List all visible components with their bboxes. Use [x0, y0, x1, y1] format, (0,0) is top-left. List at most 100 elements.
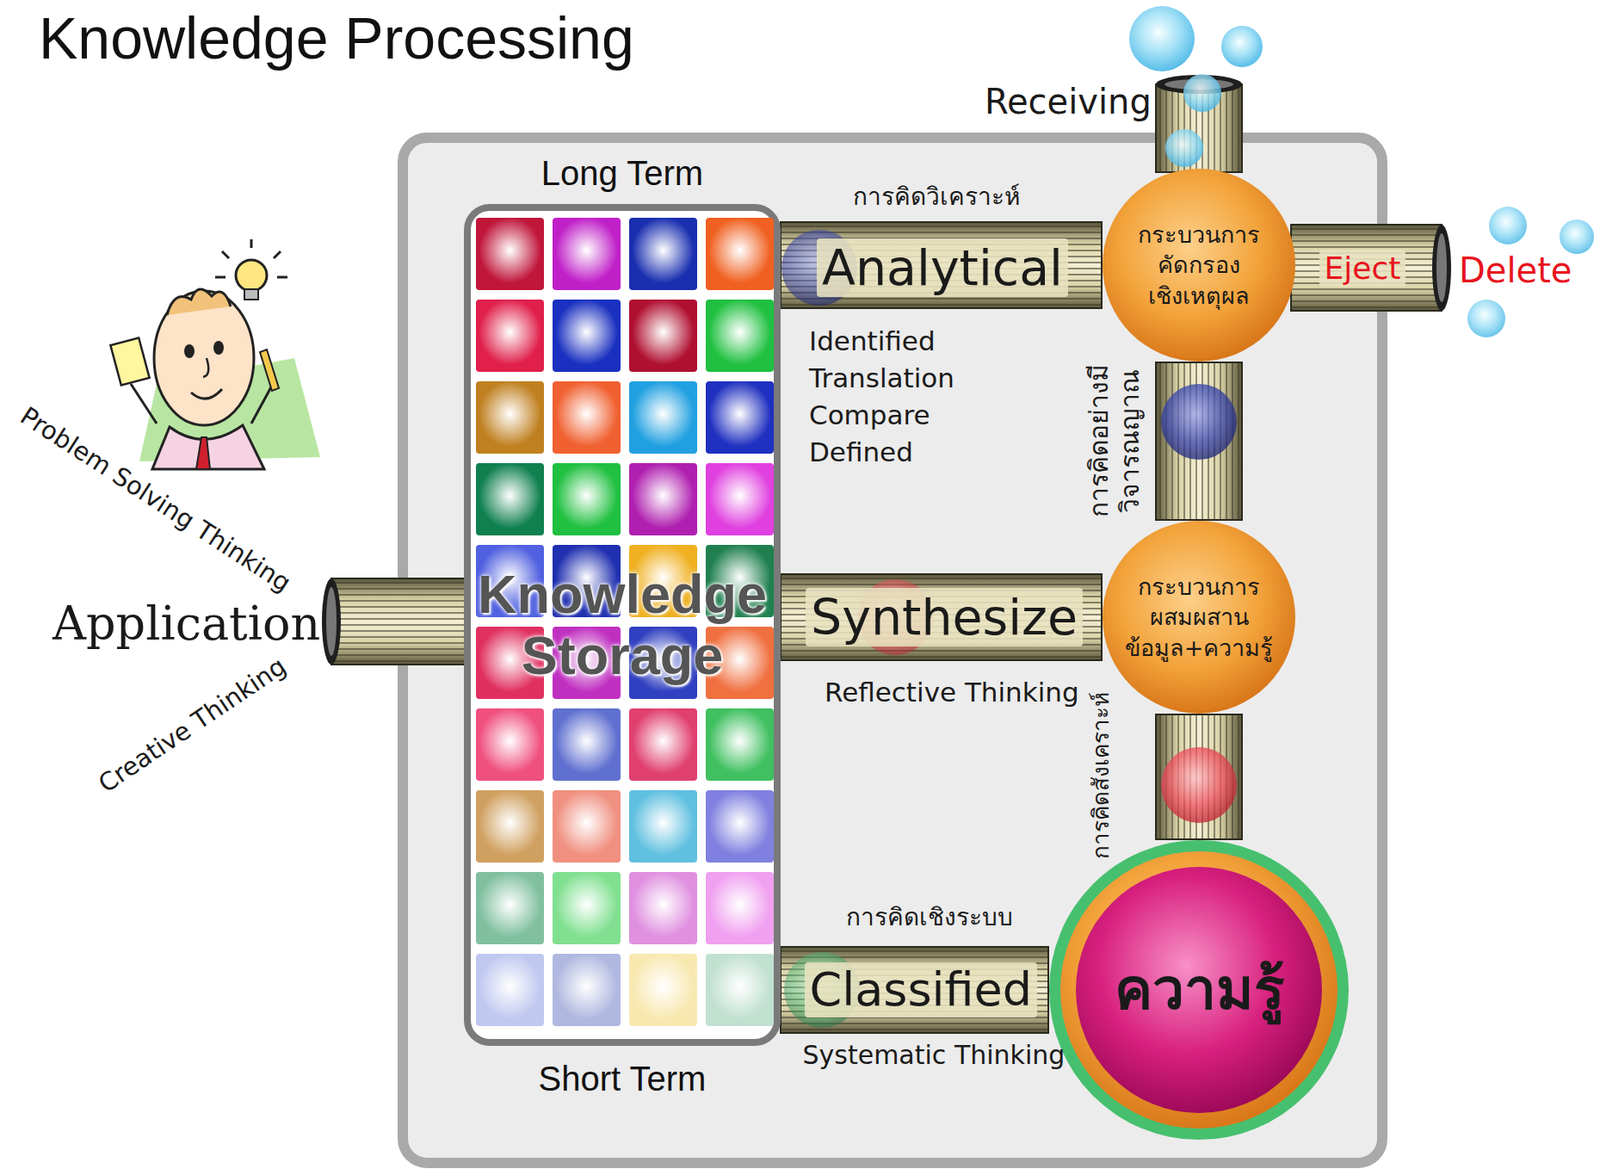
circle-text-box: ความรู้: [1048, 839, 1350, 1141]
pipe-stripe: [780, 595, 1102, 597]
circle-text-box: กระบวนการ ผสมผสาน ข้อมูล+ความรู้: [1101, 519, 1297, 715]
pipe-stripe: [780, 950, 1049, 952]
pipe-edge: [780, 222, 1102, 309]
pipe-edge: [1155, 714, 1242, 840]
storage-tile: [705, 381, 774, 454]
storage-tile: [629, 790, 698, 863]
pipe-stripe: [780, 631, 1102, 633]
storage-tile: [629, 299, 698, 372]
pipe-stripe: [331, 636, 470, 637]
storage-tile: [552, 463, 621, 536]
storage-tile: [629, 953, 698, 1026]
pipe-stripe: [331, 642, 470, 643]
storage-tile: [552, 871, 621, 945]
pipe-stripe: [780, 649, 1102, 651]
storage-tile: [475, 871, 544, 945]
pipe-connector: [780, 946, 1049, 1033]
storage-tile: [475, 217, 544, 291]
storage-panel: Long TermShort TermKnowledge Storage: [463, 203, 781, 1046]
bubble: [1129, 6, 1195, 72]
pipe-label: การคิดอย่างมี วิจารณญาณ: [1083, 354, 1146, 527]
storage-tile: [629, 708, 698, 781]
data-sphere: [784, 951, 860, 1028]
pipe-edge: [780, 574, 1102, 661]
pipe-stripe: [1291, 294, 1442, 296]
bubble: [1183, 74, 1222, 112]
pipe-connector: [780, 574, 1102, 661]
pipe-stripe: [780, 589, 1102, 591]
storage-tile: [475, 381, 544, 454]
storage-tile: [705, 463, 774, 536]
pipe-stripe: [1291, 246, 1442, 248]
pipe-mouth: [321, 578, 341, 665]
annotation-label: Reflective Thinking: [824, 676, 1080, 709]
pipe-mouth: [1436, 233, 1447, 303]
process-circle: กระบวนการ ผสมผสาน ข้อมูล+ความรู้: [1101, 519, 1297, 715]
pipe-stripe: [1291, 276, 1442, 278]
pipe-stripe: [780, 625, 1102, 627]
pipe-label: Synthesize: [805, 587, 1083, 647]
pipe-stripe: [1291, 252, 1442, 254]
storage-tile: [629, 381, 698, 454]
pipe-mouth: [1432, 224, 1452, 311]
pipe-body: [331, 578, 470, 665]
annotation-label: Creative Thinking: [92, 650, 292, 798]
storage-tile: [552, 381, 621, 454]
storage-tile: [552, 708, 621, 781]
pipe-connector: [780, 222, 1102, 309]
pipe-stripe: [1291, 306, 1442, 308]
pipe-edge: [780, 946, 1049, 1033]
pipe-stripe: [331, 599, 470, 601]
eject-pipe: [1291, 224, 1442, 311]
storage-text-box: Knowledge Storage: [470, 210, 774, 1039]
storage-tile: [475, 790, 544, 863]
storage-tile: [552, 217, 621, 291]
pipe-stripe: [780, 619, 1102, 621]
annotation-label: Receiving: [984, 80, 1152, 123]
thinker-cartoon: [110, 239, 321, 470]
data-sphere: [1161, 383, 1237, 460]
core-label: ความรู้: [1114, 952, 1285, 1027]
circle-text-box: กระบวนการ คัดกรอง เชิงเหตุผล: [1101, 167, 1297, 363]
annotation-label: Application: [52, 596, 321, 653]
pipe-stripe: [1291, 264, 1442, 266]
pipe-body: [1155, 362, 1242, 520]
storage-tile: [705, 953, 774, 1026]
pipe-stripe: [1165, 84, 1167, 173]
circle-label: กระบวนการ ผสมผสาน ข้อมูล+ความรู้: [1113, 571, 1285, 662]
pipe-stripe: [1291, 300, 1442, 302]
storage-tile: [475, 299, 544, 372]
pipe-stripe: [1291, 234, 1442, 235]
pipe-stripe: [780, 577, 1102, 579]
bubble: [1221, 25, 1263, 68]
pipe-edge: [1155, 362, 1242, 520]
circle-disc: [1102, 168, 1296, 362]
pipe-body: [780, 222, 1102, 309]
pipe-stripe: [331, 593, 470, 595]
circle-label: กระบวนการ คัดกรอง เชิงเหตุผล: [1113, 219, 1285, 310]
pipe-stripe: [780, 1028, 1049, 1030]
middle-ring: [1060, 851, 1338, 1129]
storage-tile: [629, 217, 698, 291]
storage-tile: [705, 299, 774, 372]
storage-tile: [629, 463, 698, 536]
pipe-stripe: [331, 623, 470, 625]
annotation-label: Problem Solving Thinking: [14, 400, 297, 598]
process-circle: กระบวนการ คัดกรอง เชิงเหตุผล: [1101, 167, 1297, 363]
pipe-stripe: [780, 655, 1102, 657]
pipe-label: การคิดสังเคราะห์: [1087, 691, 1115, 859]
pipe-stripe: [1237, 714, 1239, 840]
storage-title: Knowledge Storage: [470, 563, 774, 686]
pipe-stripe: [1159, 714, 1161, 840]
pipe-stripe: [331, 587, 470, 589]
pipe-stripe: [780, 601, 1102, 603]
core-disc: [1075, 866, 1323, 1113]
pipe-stripe: [331, 660, 470, 662]
storage-tile: [705, 708, 774, 781]
pipe-stripe: [780, 613, 1102, 615]
pipe-stripe: [780, 607, 1102, 609]
